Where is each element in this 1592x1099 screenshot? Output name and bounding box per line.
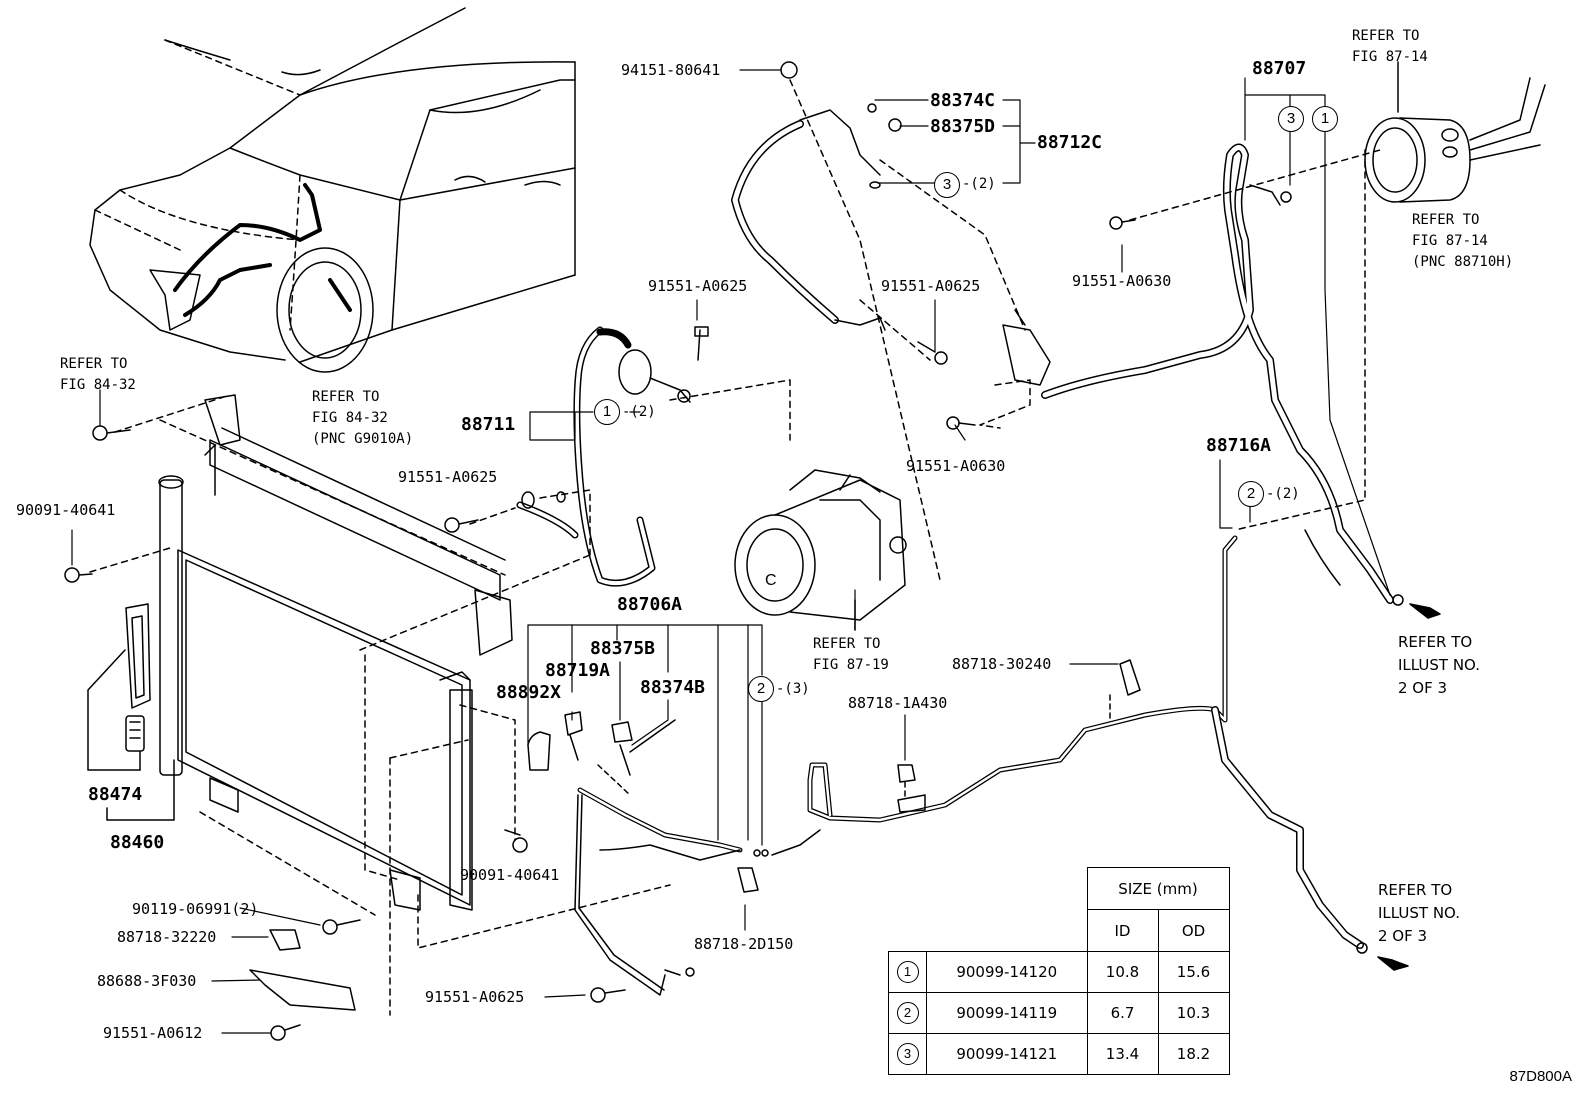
oring-size-table: SIZE (mm) ID OD 1 90099-14120 10.8 15.6 … <box>888 867 1230 1075</box>
part-88718-1a430: 88718-1A430 <box>848 694 948 712</box>
part-91551-a0612: 91551-A0612 <box>103 1024 203 1042</box>
size-table-header: SIZE (mm) <box>1086 867 1230 910</box>
size-row-mark: 3 <box>896 1043 919 1065</box>
refer-fig-87-14-top: REFER TO FIG 87-14 <box>1352 28 1428 65</box>
part-88474: 88474 <box>88 784 143 805</box>
condenser-assembly <box>89 394 671 1016</box>
part-88375d: 88375D <box>930 116 996 137</box>
size-row-mark: 1 <box>896 961 919 983</box>
part-90091-40641-right: 90091-40641 <box>460 866 560 884</box>
part-91551-a0625-hose: 91551-A0625 <box>648 277 748 295</box>
refer-fig-87-14-side: REFER TO FIG 87-14 (PNC 88710H) <box>1412 212 1514 270</box>
qty-88706a: -(3) <box>776 681 810 697</box>
part-88716a: 88716A <box>1206 435 1272 456</box>
part-88460: 88460 <box>110 832 165 853</box>
pipe-88706a <box>527 711 821 996</box>
illustration-number: 87D800A <box>1509 1068 1572 1085</box>
part-90119-06991: 90119-06991(2) <box>132 900 259 918</box>
size-row-part: 90099-14121 <box>926 1033 1088 1075</box>
callout-1-88707: 1 <box>1312 106 1338 132</box>
pipe-88707 <box>979 143 1404 606</box>
pipe-88716a <box>807 535 1368 954</box>
qty-88712c: -(2) <box>962 176 996 192</box>
part-88719a: 88719A <box>545 660 611 681</box>
size-row-part: 90099-14119 <box>926 992 1088 1034</box>
part-91551-a0625-lower: 91551-A0625 <box>425 988 525 1006</box>
part-91551-a0625-condenser: 91551-A0625 <box>398 468 498 486</box>
part-88718-30240: 88718-30240 <box>952 655 1052 673</box>
part-91551-a0630-upper: 91551-A0630 <box>1072 272 1172 290</box>
svg-text:C: C <box>765 572 777 589</box>
compressor: C <box>734 469 907 631</box>
hose-88712c <box>731 79 1026 581</box>
callout-2-88716a: 2 <box>1238 481 1264 507</box>
size-row-id: 10.8 <box>1086 951 1159 993</box>
callout-3-88712c: 3 <box>934 172 960 198</box>
part-91551-a0625-mid: 91551-A0625 <box>881 277 981 295</box>
size-table-row: 2 90099-14119 6.7 10.3 <box>888 992 1230 1034</box>
part-88892x: 88892X <box>496 682 562 703</box>
size-row-od: 18.2 <box>1157 1033 1230 1075</box>
refer-fig-84-32-mid: REFER TO FIG 84-32 (PNC G9010A) <box>312 389 414 447</box>
callout-1-88711: 1 <box>594 399 620 425</box>
arrows <box>1377 603 1441 971</box>
part-88711: 88711 <box>461 414 516 435</box>
part-88688-3f030: 88688-3F030 <box>97 972 197 990</box>
part-91551-a0630-lower: 91551-A0630 <box>906 457 1006 475</box>
qty-88711: -(2) <box>622 404 656 420</box>
part-90091-40641-left: 90091-40641 <box>16 501 116 519</box>
hose-88711 <box>469 326 791 587</box>
callout-3-88707: 3 <box>1278 106 1304 132</box>
part-88374b: 88374B <box>640 677 706 698</box>
part-88375b: 88375B <box>590 638 656 659</box>
part-94151-80641: 94151-80641 <box>621 61 721 79</box>
dryer-parts <box>87 603 175 821</box>
size-table-col-id: ID <box>1086 909 1159 952</box>
size-table-row: 3 90099-14121 13.4 18.2 <box>888 1033 1230 1075</box>
qty-88716a: -(2) <box>1266 486 1300 502</box>
vehicle-outline <box>89 7 576 373</box>
refer-fig87-14-connector <box>1364 61 1546 203</box>
refer-fig-84-32-left: REFER TO FIG 84-32 <box>60 356 136 393</box>
refer-illust-upper: REFER TO ILLUST NO. 2 OF 3 <box>1398 633 1481 697</box>
size-row-od: 10.3 <box>1157 992 1230 1034</box>
size-row-part: 90099-14120 <box>926 951 1088 993</box>
part-88706a: 88706A <box>617 594 683 615</box>
part-88718-2d150: 88718-2D150 <box>694 935 794 953</box>
size-table-col-od: OD <box>1157 909 1230 952</box>
callout-2-88706a: 2 <box>748 676 774 702</box>
part-88374c: 88374C <box>930 90 996 111</box>
refer-fig-87-19: REFER TO FIG 87-19 <box>813 636 889 673</box>
part-88718-32220: 88718-32220 <box>117 928 217 946</box>
size-row-id: 13.4 <box>1086 1033 1159 1075</box>
part-88707: 88707 <box>1252 58 1307 79</box>
leader-lines <box>71 69 1391 1034</box>
size-table-row: 1 90099-14120 10.8 15.6 <box>888 951 1230 993</box>
size-row-id: 6.7 <box>1086 992 1159 1034</box>
size-row-od: 15.6 <box>1157 951 1230 993</box>
bolts <box>64 61 1136 1041</box>
refer-illust-lower: REFER TO ILLUST NO. 2 OF 3 <box>1378 881 1461 945</box>
part-88712c: 88712C <box>1037 132 1103 153</box>
size-row-mark: 2 <box>896 1002 919 1024</box>
